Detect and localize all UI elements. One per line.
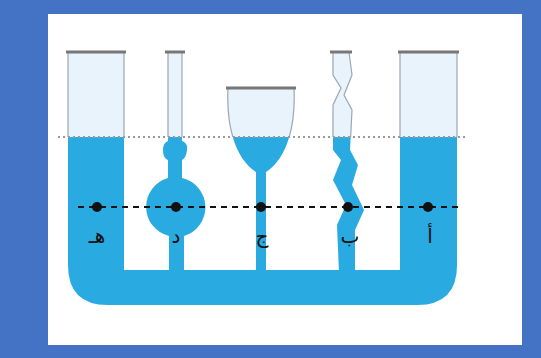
pressure-level-line	[78, 206, 458, 208]
water-level-line	[58, 136, 468, 138]
point-dot	[92, 202, 433, 212]
panel	[48, 14, 522, 345]
point-label: ب	[341, 226, 360, 246]
point-label: د	[172, 226, 181, 246]
point-label: ج	[256, 226, 269, 246]
point-label: أ	[427, 226, 433, 246]
point-label: هـ	[89, 226, 105, 246]
vessel-outline	[68, 52, 457, 137]
empty-vessels	[68, 52, 457, 305]
vessel-cap	[66, 52, 459, 88]
water	[68, 137, 457, 305]
